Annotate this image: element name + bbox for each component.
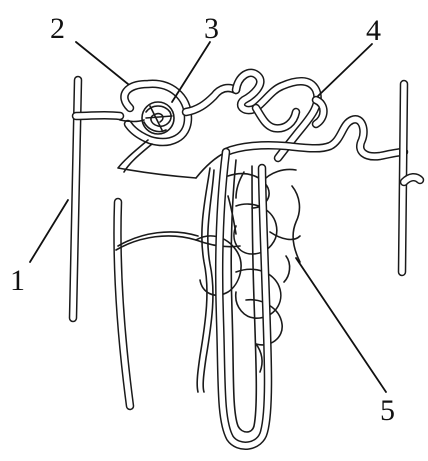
left-vessel xyxy=(73,80,120,318)
label-1: 1 xyxy=(10,264,25,297)
right-vessel xyxy=(402,84,420,272)
loop-of-henle xyxy=(219,152,268,446)
label-2: 2 xyxy=(50,12,65,45)
label-4: 4 xyxy=(366,14,381,47)
leader-lines xyxy=(30,42,386,392)
label-3: 3 xyxy=(204,12,219,45)
label-5: 5 xyxy=(380,394,395,427)
bowmans-capsule xyxy=(124,84,236,142)
capillary-network xyxy=(118,140,300,392)
